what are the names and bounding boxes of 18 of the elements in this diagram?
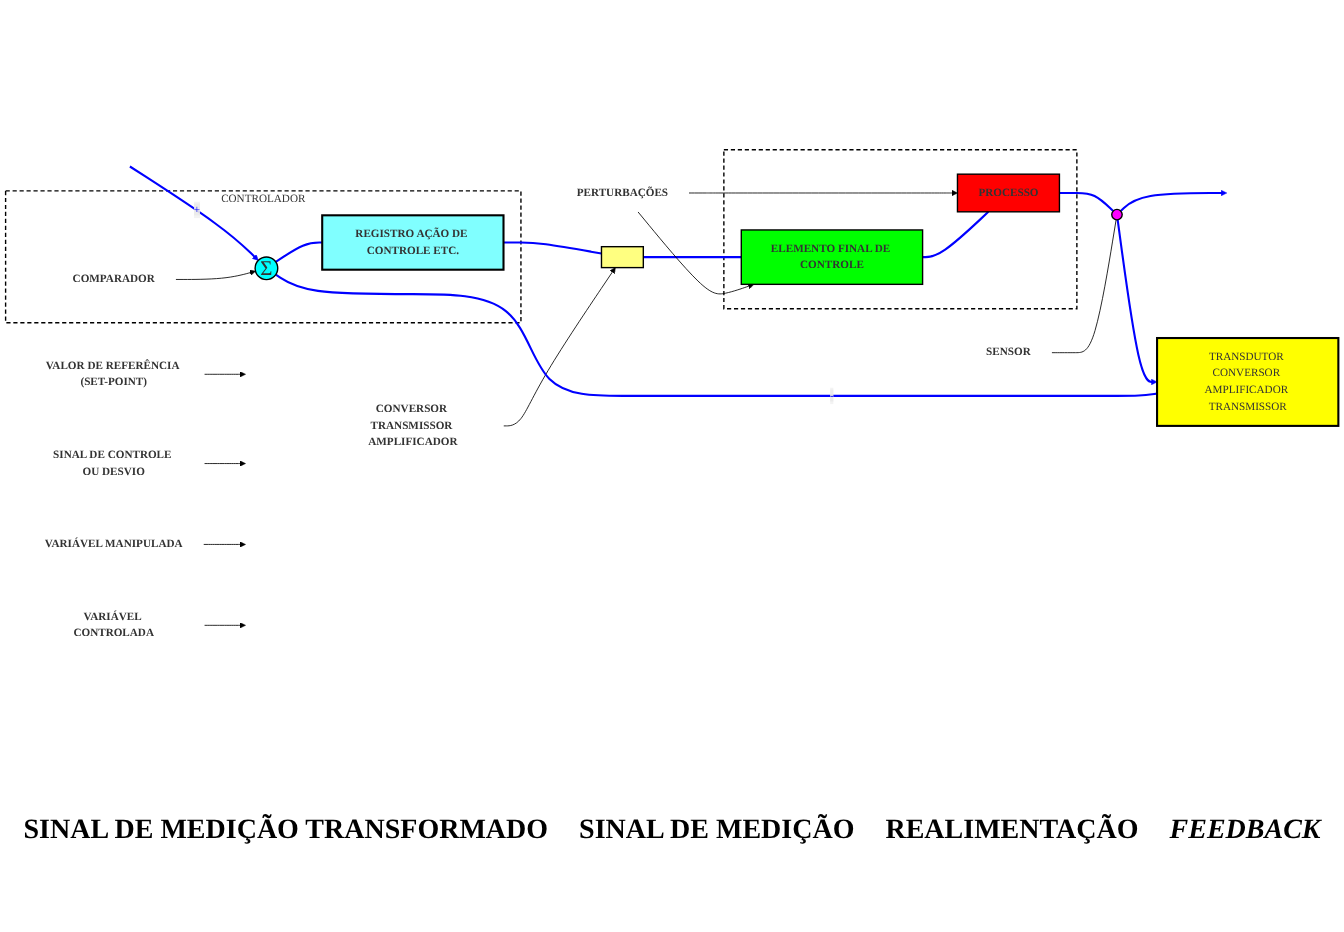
annotation-text: SINAL DE MEDIÇÃO	[579, 816, 855, 848]
arrow	[1116, 220, 1158, 386]
annotation-text: REALIMENTAÇÃO	[885, 816, 1139, 848]
connector	[503, 242, 602, 256]
node-circle: Σ	[254, 257, 279, 282]
connector	[643, 257, 742, 260]
connector	[275, 274, 1158, 398]
node-box	[600, 246, 644, 270]
arrow	[129, 166, 259, 262]
node-circle	[1111, 209, 1123, 222]
cluster	[723, 150, 1078, 311]
annotation-text: FEEDBACK	[1169, 816, 1321, 848]
connector	[1051, 220, 1117, 355]
arrow	[1120, 190, 1228, 213]
annotation-text: SINAL DE MEDIÇÃO TRANSFORMADO	[23, 816, 549, 848]
connector	[275, 242, 323, 264]
connector	[1059, 192, 1114, 213]
connector	[922, 212, 990, 260]
